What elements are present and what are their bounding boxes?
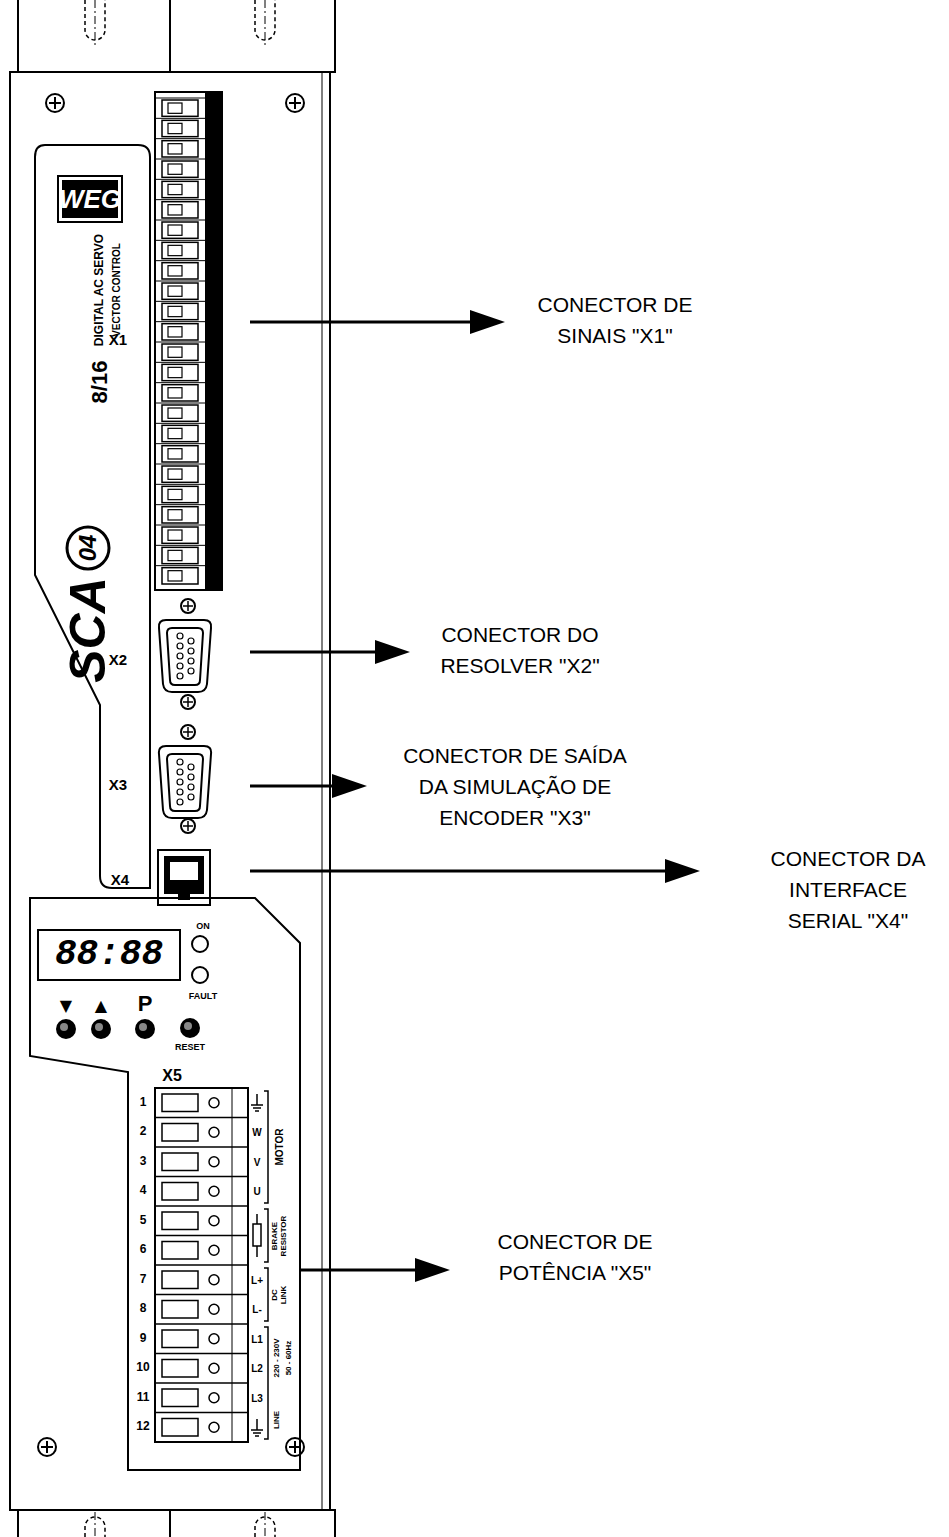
callout-text: CONECTOR DE POTÊNCIA "X5" [460, 1226, 690, 1288]
terminal-number: 10 [136, 1362, 149, 1375]
terminal-number: 6 [140, 1244, 147, 1257]
button-label: P [138, 992, 153, 1016]
supply-rating: 50 - 60Hz [285, 1341, 294, 1376]
button-label: RESET [175, 1043, 205, 1053]
terminal-number: 3 [140, 1155, 147, 1168]
display-digits: 88:88 [55, 935, 163, 975]
connector-tag: X1 [109, 332, 127, 349]
terminal-name: L1 [251, 1333, 263, 1344]
terminal-group: LINE [273, 1411, 282, 1429]
callout-text: CONECTOR DO RESOLVER "X2" [420, 619, 620, 681]
connector-tag: X2 [109, 652, 127, 669]
terminal-number: 1 [140, 1096, 147, 1109]
terminal-number: 11 [137, 1391, 150, 1404]
terminal-number: 7 [140, 1273, 147, 1286]
product-title: DIGITAL AC SERVO [93, 234, 106, 346]
terminal-name: L3 [251, 1392, 263, 1403]
terminal-name: L- [252, 1304, 261, 1315]
led-label: FAULT [189, 992, 217, 1002]
callout-text: CONECTOR DE SAÍDA DA SIMULAÇÃO DE ENCODE… [395, 740, 635, 833]
terminal-name: L2 [251, 1363, 263, 1374]
button-label: ▼ [60, 997, 72, 1015]
product-subtitle: VECTOR CONTROL [111, 243, 122, 337]
connector-tag: X4 [111, 872, 129, 889]
button-label: ▲ [95, 997, 107, 1015]
model-number: 04 [75, 535, 101, 562]
terminal-number: 9 [140, 1332, 147, 1345]
terminal-number: 12 [136, 1421, 149, 1434]
terminal-name: V [254, 1156, 261, 1167]
connector-tag: X3 [109, 777, 127, 794]
supply-rating: 220 - 230V [273, 1338, 282, 1377]
terminal-group: MOTOR [274, 1128, 285, 1165]
terminal-group: DC LINK [271, 1282, 289, 1308]
terminal-name: L+ [251, 1274, 263, 1285]
led-label: ON [196, 922, 210, 932]
terminal-number: 2 [140, 1126, 147, 1139]
model-rating: 8/16 [88, 361, 112, 404]
terminal-group: BRAKE RESISTOR [271, 1213, 289, 1259]
terminal-name: W [252, 1127, 261, 1138]
terminal-number: 5 [140, 1214, 147, 1227]
logo-text: WEG [59, 185, 121, 214]
terminal-number: 8 [140, 1303, 147, 1316]
terminal-name: U [253, 1186, 260, 1197]
callout-text: CONECTOR DA INTERFACE SERIAL "X4" [761, 843, 936, 936]
model-name: SCA [61, 577, 116, 683]
callout-text: CONECTOR DE SINAIS "X1" [515, 289, 715, 351]
terminal-number: 4 [140, 1185, 147, 1198]
connector-tag: X5 [162, 1067, 182, 1085]
